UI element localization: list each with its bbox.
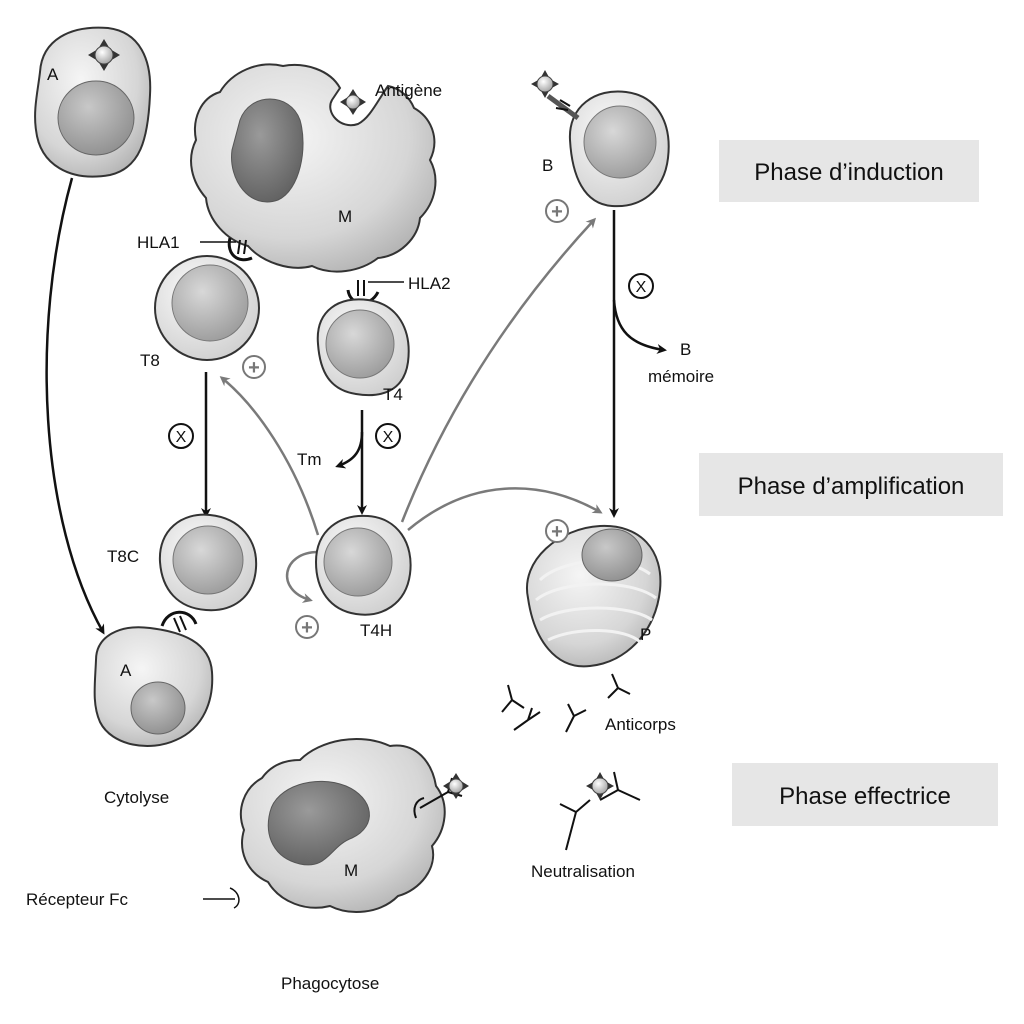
cell-a-top: A — [34, 26, 152, 178]
antigen-icon — [586, 772, 614, 800]
plus-icon: + — [545, 199, 569, 223]
t8c-contact-receptor — [160, 610, 198, 633]
antigene-label: Antigène — [375, 81, 442, 100]
plus-symbol: + — [248, 357, 260, 379]
neutralisation-complex — [559, 771, 641, 851]
hla1-label: HLA1 — [137, 233, 180, 252]
cell-a-top-label: A — [47, 65, 59, 84]
fc-receptor-pointer — [203, 887, 240, 909]
antibody-icon — [607, 673, 631, 699]
phagocytose-label: Phagocytose — [281, 974, 379, 993]
cell-t4h-label: T4H — [360, 621, 392, 640]
plus-icon: + — [295, 615, 319, 639]
multiply-symbol: X — [636, 279, 647, 296]
antibody-icon — [501, 684, 525, 713]
macrophage-bottom-label: M — [344, 861, 358, 880]
cell-t4: T4 — [316, 298, 410, 404]
tm-label: Tm — [297, 450, 322, 469]
multiply-icon: X — [628, 273, 654, 299]
multiply-icon: X — [375, 423, 401, 449]
multiply-icon: X — [168, 423, 194, 449]
phase-effectrice-box: Phase effectrice — [732, 763, 998, 826]
macrophage-top: M — [190, 63, 437, 273]
arrow-t4h-to-p — [407, 487, 603, 531]
arrow-t4h-to-t8 — [219, 376, 320, 536]
cell-plasmocyte: P — [525, 524, 662, 668]
plus-icon: + — [242, 355, 266, 379]
cell-p-label: P — [640, 625, 651, 644]
macrophage-top-label: M — [338, 207, 352, 226]
neutralisation-label: Neutralisation — [531, 862, 635, 881]
hla1-receptor — [200, 237, 253, 262]
arrow-t4-to-tm — [335, 431, 364, 469]
cell-b: B — [542, 90, 670, 208]
b-receptor — [546, 93, 580, 121]
plus-icon: + — [545, 519, 569, 543]
plus-symbol: + — [551, 201, 563, 223]
arrow-t4h-to-b — [400, 217, 597, 523]
phase-amplification-label: Phase d’amplification — [738, 473, 965, 500]
phase-induction-box: Phase d’induction — [719, 140, 979, 202]
cell-t4h: T4H — [314, 514, 412, 640]
arrow-b-to-memoire — [612, 299, 667, 354]
phase-effectrice-label: Phase effectrice — [779, 783, 951, 810]
antigen-icon — [340, 89, 366, 115]
antigen-icon — [443, 773, 469, 799]
plus-symbol: + — [301, 617, 313, 639]
cytolyse-label: Cytolyse — [104, 788, 169, 807]
cell-a-bottom: A — [93, 626, 214, 747]
cell-t8: T8 — [140, 255, 260, 370]
cell-t8c: T8C — [107, 513, 258, 612]
b-memoire-b-label: B — [680, 340, 691, 359]
arrow-t4h-self — [285, 550, 319, 603]
cell-t8c-label: T8C — [107, 547, 139, 566]
antibody-icon — [513, 707, 541, 731]
phase-amplification-box: Phase d’amplification — [699, 453, 1003, 516]
hla2-receptor — [346, 280, 404, 305]
antigen-icon — [531, 70, 559, 98]
cell-a-bottom-label: A — [120, 661, 132, 680]
antigen-icon — [88, 39, 120, 71]
macrophage-bottom: M — [239, 737, 446, 913]
arrow-a-to-target — [45, 177, 105, 635]
phase-induction-label: Phase d’induction — [754, 159, 943, 186]
antibody-icon — [565, 703, 587, 733]
cell-t8-label: T8 — [140, 351, 160, 370]
cell-b-label: B — [542, 156, 553, 175]
b-memoire-word-label: mémoire — [648, 367, 714, 386]
multiply-symbol: X — [383, 429, 394, 446]
multiply-symbol: X — [176, 429, 187, 446]
hla2-label: HLA2 — [408, 274, 451, 293]
cell-t4-label: T4 — [383, 385, 403, 404]
anticorps-label: Anticorps — [605, 715, 676, 734]
plus-symbol: + — [551, 521, 563, 543]
recepteur-fc-label: Récepteur Fc — [26, 890, 129, 909]
